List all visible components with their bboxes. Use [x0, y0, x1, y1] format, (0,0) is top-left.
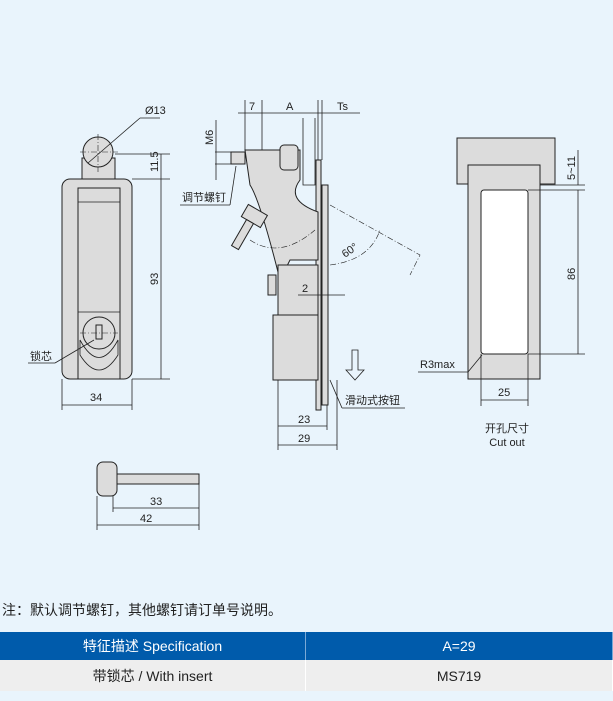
table-header-row: 特征描述 Specification A=29 — [0, 632, 613, 660]
dim-m6: M6 — [204, 130, 216, 145]
cutout-height-dim: 86 — [566, 268, 578, 280]
dim-ts: Ts — [337, 101, 349, 113]
front-view: Ø13 11.5 93 34 锁芯 — [28, 105, 170, 410]
header-a29: A=29 — [305, 632, 613, 660]
adjust-screw-label: 调节螺钉 — [182, 191, 226, 204]
dim-29: 29 — [298, 433, 310, 445]
dim-7: 7 — [249, 101, 255, 113]
technical-drawing: Ø13 11.5 93 34 锁芯 7 A Ts M6 — [28, 100, 585, 530]
dim-33: 33 — [150, 496, 162, 508]
dim-42: 42 — [140, 513, 152, 525]
spec-table: 特征描述 Specification A=29 带锁芯 / With inser… — [0, 632, 613, 691]
cutout-gap-dim: 5~11 — [566, 156, 578, 180]
radius-label: R3max — [420, 359, 455, 371]
front-dim-height: 93 — [149, 273, 161, 285]
screw-view: 33 42 — [96, 461, 200, 530]
cutout-width-dim: 25 — [498, 387, 510, 399]
front-dim-width: 34 — [90, 392, 102, 404]
table-row: 带锁芯 / With insert MS719 — [0, 660, 613, 691]
side-view: 7 A Ts M6 调节螺钉 60° 2 滑动式按钮 23 29 — [180, 100, 421, 450]
front-dim-top: 11.5 — [149, 151, 161, 172]
dim-23: 23 — [298, 414, 310, 426]
front-dia-label: Ø13 — [145, 105, 166, 117]
cell-model: MS719 — [305, 660, 613, 691]
cutout-title-en: Cut out — [489, 437, 524, 449]
header-specification: 特征描述 Specification — [0, 632, 306, 660]
dim-a: A — [286, 101, 294, 113]
dim-2: 2 — [302, 283, 308, 295]
note-text: 注：默认调节螺钉，其他螺钉请订单号说明。 — [2, 602, 282, 618]
cutout-view: 5~11 86 R3max 25 开孔尺寸 Cut out — [418, 137, 585, 449]
lock-label: 锁芯 — [30, 349, 52, 363]
cell-spec: 带锁芯 / With insert — [0, 660, 306, 691]
angle-label: 60° — [340, 241, 361, 260]
cutout-title-cn: 开孔尺寸 — [485, 421, 529, 435]
slide-button-label: 滑动式按钮 — [345, 393, 400, 407]
